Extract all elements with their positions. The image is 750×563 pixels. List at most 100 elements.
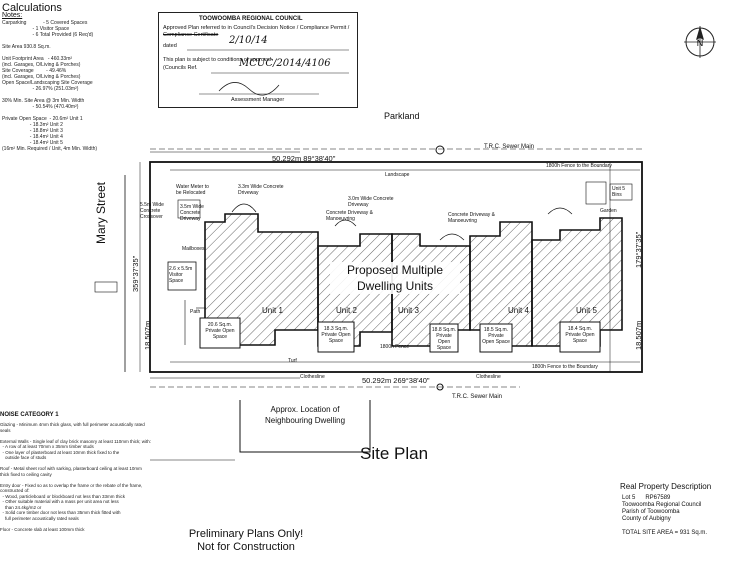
calculations-list: Carparking - 5 Covered Spaces - 1 Visito… [2, 20, 97, 152]
bottom-boundary-dimension: 50.292m 269°38'40" [362, 376, 430, 385]
unit-4-pos: 18.5 Sq.m. Private Open Space [482, 327, 510, 345]
proposed-line-1: Proposed Multiple [346, 263, 444, 277]
unit-5-label: Unit 5 [576, 306, 597, 315]
mary-street-label: Mary Street [94, 181, 108, 244]
right-boundary-bearing: 179°37'35" [634, 231, 643, 268]
prelim-line-2: Not for Construction [197, 541, 295, 553]
sewer-main-bottom: T.R.C. Sewer Main [452, 394, 503, 400]
proposed-line-2: Dwelling Units [356, 279, 434, 293]
council-name: TOOWOOMBA REGIONAL COUNCIL [199, 16, 303, 22]
visitor-space-label: 2.6 x 5.5m Visitor Space [169, 266, 193, 284]
noise-note-line: External Walls - Single leaf of clay bri… [0, 438, 152, 444]
sewer-main-top: T.R.C. Sewer Main [484, 144, 535, 150]
calculation-line: - 18.4m² Unit 4 [2, 134, 63, 140]
calculations-title: Calculations [2, 2, 62, 14]
unit-4-label: Unit 4 [508, 306, 529, 315]
preliminary-notice: Preliminary Plans Only! Not for Construc… [188, 528, 304, 554]
north-label: N [697, 38, 704, 48]
noise-note-line: - One layer of plasterboard at least 10m… [0, 449, 120, 455]
driveway-small-label: 3.5m Wide Concrete Driveway [180, 204, 204, 222]
noise-note-line: - Other suitable material with a mass pe… [0, 499, 119, 504]
unit-5-pos: 18.4 Sq.m. Private Open Space [565, 326, 595, 344]
clothesline-label: Clothesline [300, 374, 325, 380]
noise-note-line: - A row of at least 70mm x 35mm timber s… [0, 444, 94, 449]
calculation-line: Site Coverage - 49.46% [2, 68, 67, 74]
noise-note-line: full perimeter acoustically rated seals [0, 515, 79, 521]
stamp-ref-value: MCUC/2014/4106 [239, 58, 331, 69]
calculation-line: - 1 Visitor Space [2, 26, 70, 32]
unit-3-pos: 18.8 Sq.m. Private Open Space [431, 327, 457, 351]
unit-1-label: Unit 1 [262, 306, 283, 315]
calculation-line: Private Open Space - 20.6m² Unit 1 [2, 116, 83, 122]
real-property-line: TOTAL SITE AREA = 931 Sq.m. [622, 530, 708, 536]
calculation-line: - 50.54% (470.40m²) [2, 104, 79, 110]
left-boundary-bearing: 359°37'35" [131, 255, 140, 292]
real-property-line [622, 523, 707, 530]
noise-note-line: seals [0, 427, 11, 433]
real-property-line: Parish of Toowoomba [622, 509, 680, 515]
fence-top-label: 1800h Fence to the Boundary [546, 163, 612, 169]
turf-label: Turf [288, 358, 297, 364]
proposed-units-label: Proposed Multiple Dwelling Units [330, 262, 460, 294]
calculation-line: Open Space/Landscaping Site Coverage [2, 80, 93, 86]
mailboxes-label: Mailboxes [182, 246, 205, 252]
concrete-driveway-2-label: Concrete Driveway & Manoeuvring [448, 212, 495, 224]
noise-note-line: Floor - Concrete slab at least 100mm thi… [0, 526, 85, 532]
calculations-notes-label: Notes: [2, 12, 23, 19]
noise-note-line: - Wood, particleboard or blockboard not … [0, 493, 125, 499]
water-meter-label: Water Meter to be Relocated [176, 184, 209, 196]
fence-label: 1800h Fence [380, 344, 410, 350]
unit-2-pos: 18.3 Sq.m. Private Open Space [321, 326, 351, 344]
north-arrow-icon: N [684, 26, 716, 58]
calculation-line: 30% Min. Site Area @ 3m Min. Width [2, 98, 85, 104]
noise-note-line: Roof - Metal sheet roof with sarking, pl… [0, 466, 142, 471]
path-label: Path [190, 309, 201, 315]
stamp-line-3: This plan is subject to conditions of ap… [163, 57, 271, 63]
calculation-line: - 6 Total Provided (6 Req'd) [2, 32, 94, 38]
neighbouring-dwelling-label: Approx. Location of Neighbouring Dwellin… [264, 405, 346, 425]
real-property-title: Real Property Description [620, 482, 712, 491]
right-boundary-dimension: 18.507m [634, 320, 643, 350]
calculation-line: Unit Footprint Area - 460.33m² [2, 56, 73, 62]
noise-category-list: Glazing - Minimum 4mm thick glass, with … [0, 422, 151, 532]
unit-3-label: Unit 3 [398, 306, 419, 315]
bins-label: Unit 5 Bins [612, 186, 626, 198]
landscape-label-top: Landscape [385, 172, 410, 178]
driveway-left-label: 3.3m Wide Concrete Driveway [238, 184, 284, 196]
stamp-line-1: Approved Plan referred to in Council's D… [163, 25, 350, 31]
prelim-line-1: Preliminary Plans Only! [188, 528, 304, 540]
left-boundary-dimension: 18.507m [143, 320, 152, 350]
unit-2-label: Unit 2 [336, 306, 357, 315]
noise-note-line: thick fixed to ceiling cavity [0, 471, 52, 477]
stamp-dated-value: 2/10/14 [229, 35, 268, 46]
calculation-line: - 26.97% (251.03m²) [2, 86, 79, 92]
noise-note-line: Entry door - Fixed so as to overlap the … [0, 482, 143, 488]
noise-note-line: - Solid core timber door not less than 3… [0, 510, 121, 515]
clothesline-label-2: Clothesline [476, 374, 501, 380]
crossover-label: 5.5m Wide Concrete Crossover [140, 202, 164, 220]
stamp-line-2: Compliance Certificate [163, 32, 219, 38]
stamp-lines [187, 49, 349, 96]
noise-note-line: outside face of studs [0, 455, 47, 460]
unit-1-footprint [204, 213, 319, 346]
calculation-line: (16m² Min. Required / Unit, 4m Min. Widt… [2, 146, 98, 152]
real-property-line: County of Aubigny [622, 516, 671, 522]
calculation-line: Site Area 930.8 Sq.m. [2, 44, 51, 50]
calculation-line: (incl. Garages, O/Living & Porches) [2, 62, 81, 68]
parkland-label: Parkland [384, 111, 420, 121]
calculation-line: - 18.3m² Unit 2 [2, 122, 63, 128]
unit-1-pos: 20.6 Sq.m. Private Open Space [205, 322, 235, 340]
calculation-line: - 18.8m² Unit 3 [2, 128, 63, 134]
driveway-mid-label: 3.0m Wide Concrete Driveway [348, 196, 394, 208]
top-boundary-dimension: 50.292m 89°38'40" [272, 154, 336, 163]
noise-note-line: constructed of: [0, 488, 30, 493]
fence-bottom-label: 1800h Fence to the Boundary [532, 364, 598, 370]
calculation-line: Carparking - 5 Covered Spaces [2, 20, 88, 26]
real-property-line: Lot 5 RP67589 [622, 495, 671, 501]
noise-category-title: NOISE CATEGORY 1 [0, 412, 59, 418]
council-approval-stamp: TOOWOOMBA REGIONAL COUNCIL Approved Plan… [158, 12, 358, 108]
calculation-line: (incl. Garages, O/Living & Porches) [2, 74, 81, 80]
noise-note-line: Glazing - Minimum 4mm thick glass, with … [0, 422, 145, 427]
noise-note-line: than 24.4kg/m2 or [0, 504, 42, 510]
